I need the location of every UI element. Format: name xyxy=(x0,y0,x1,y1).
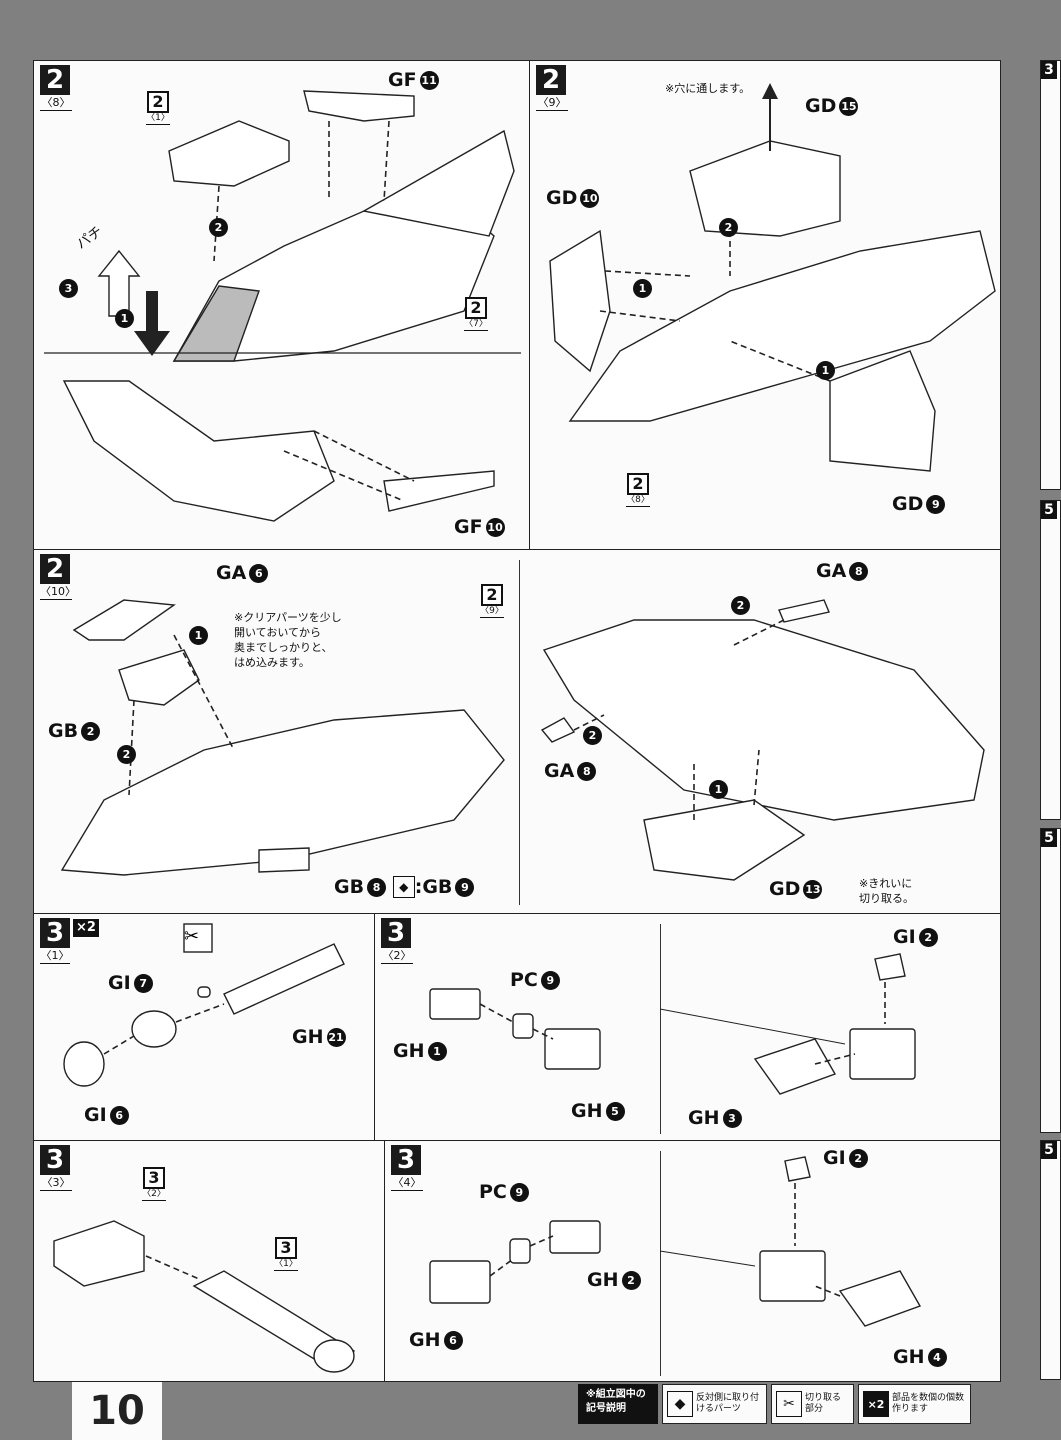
order-marker-1b: 1 xyxy=(709,780,728,799)
next-page-edge: 5 xyxy=(1040,500,1061,820)
legend-item-nipper: ✂ 切り取る部分 xyxy=(771,1384,854,1424)
ref-step-2-8: 2〈8〉 xyxy=(626,473,650,507)
legend-title: ※組立図中の記号説明 xyxy=(578,1384,658,1424)
assembly-illustration xyxy=(429,1156,922,1327)
step-number: 3×2〈1〉 xyxy=(40,918,102,964)
legend-item-multiplier: ×2 部品を数個の個数作ります xyxy=(858,1384,971,1424)
mirror-icon: ◆ xyxy=(667,1391,693,1417)
ref-step-3-2: 3〈2〉 xyxy=(142,1167,166,1201)
assembly-illustration xyxy=(60,599,985,881)
ref-step-2-9: 2〈9〉 xyxy=(480,584,504,618)
legend-item-mirror: ◆ 反対側に取り付けるパーツ xyxy=(662,1384,767,1424)
x2-icon: ×2 xyxy=(863,1391,889,1417)
nipper-icon: ✂ xyxy=(776,1391,802,1417)
order-marker-2: 2 xyxy=(117,745,136,764)
assembly-illustration xyxy=(63,923,345,1087)
assembly-illustration xyxy=(53,1220,356,1373)
step-number: 3〈3〉 xyxy=(40,1145,72,1191)
assembly-illustration xyxy=(429,953,916,1095)
sub-divider xyxy=(660,1151,661,1376)
hole-note: ※穴に通します。 xyxy=(665,82,751,95)
page-number: 10 xyxy=(72,1382,162,1440)
panel-step-3-3: 3〈3〉 3〈2〉 3〈1〉 xyxy=(33,1140,385,1382)
step-number: 2〈9〉 xyxy=(536,65,568,111)
next-page-edge: 5 xyxy=(1040,1140,1061,1380)
mirror-icon: ◆ xyxy=(392,876,415,898)
step-number: 2〈8〉 xyxy=(40,65,72,111)
order-marker-2: 2 xyxy=(719,218,738,237)
order-marker-3: 3 xyxy=(59,279,78,298)
symbol-legend: ※組立図中の記号説明 ◆ 反対側に取り付けるパーツ ✂ 切り取る部分 ×2 部品… xyxy=(578,1384,971,1424)
sub-divider xyxy=(519,560,520,905)
order-marker-1: 1 xyxy=(115,309,134,328)
assembly-illustration xyxy=(44,90,521,522)
order-marker-2: 2 xyxy=(209,218,228,237)
order-marker-1b: 1 xyxy=(816,361,835,380)
order-marker-2c: 2 xyxy=(583,726,602,745)
step-number: 2〈10〉 xyxy=(40,554,76,600)
order-marker-2b: 2 xyxy=(731,596,750,615)
multiplier-badge: ×2 xyxy=(72,918,100,938)
clear-part-note: ※クリアパーツを少し 開いておいてから 奥までしっかりと、 はめ込みます。 xyxy=(234,611,342,669)
nipper-icon: ✂ xyxy=(184,926,200,947)
step-number: 3〈4〉 xyxy=(391,1145,423,1191)
ref-step-2-1: 2〈1〉 xyxy=(146,91,170,125)
assembly-illustration xyxy=(549,83,996,472)
ref-step-3-1: 3〈1〉 xyxy=(274,1237,298,1271)
ref-step-2-7: 2〈7〉 xyxy=(464,297,488,331)
cut-note: ※きれいに 切り取る。 xyxy=(859,877,914,905)
order-marker-1a: 1 xyxy=(633,279,652,298)
next-page-edge: 5 xyxy=(1040,828,1061,1133)
order-marker-1: 1 xyxy=(189,626,208,645)
next-page-edge: 3 xyxy=(1040,60,1061,490)
step-number: 3〈2〉 xyxy=(381,918,413,964)
sub-divider xyxy=(660,924,661,1134)
